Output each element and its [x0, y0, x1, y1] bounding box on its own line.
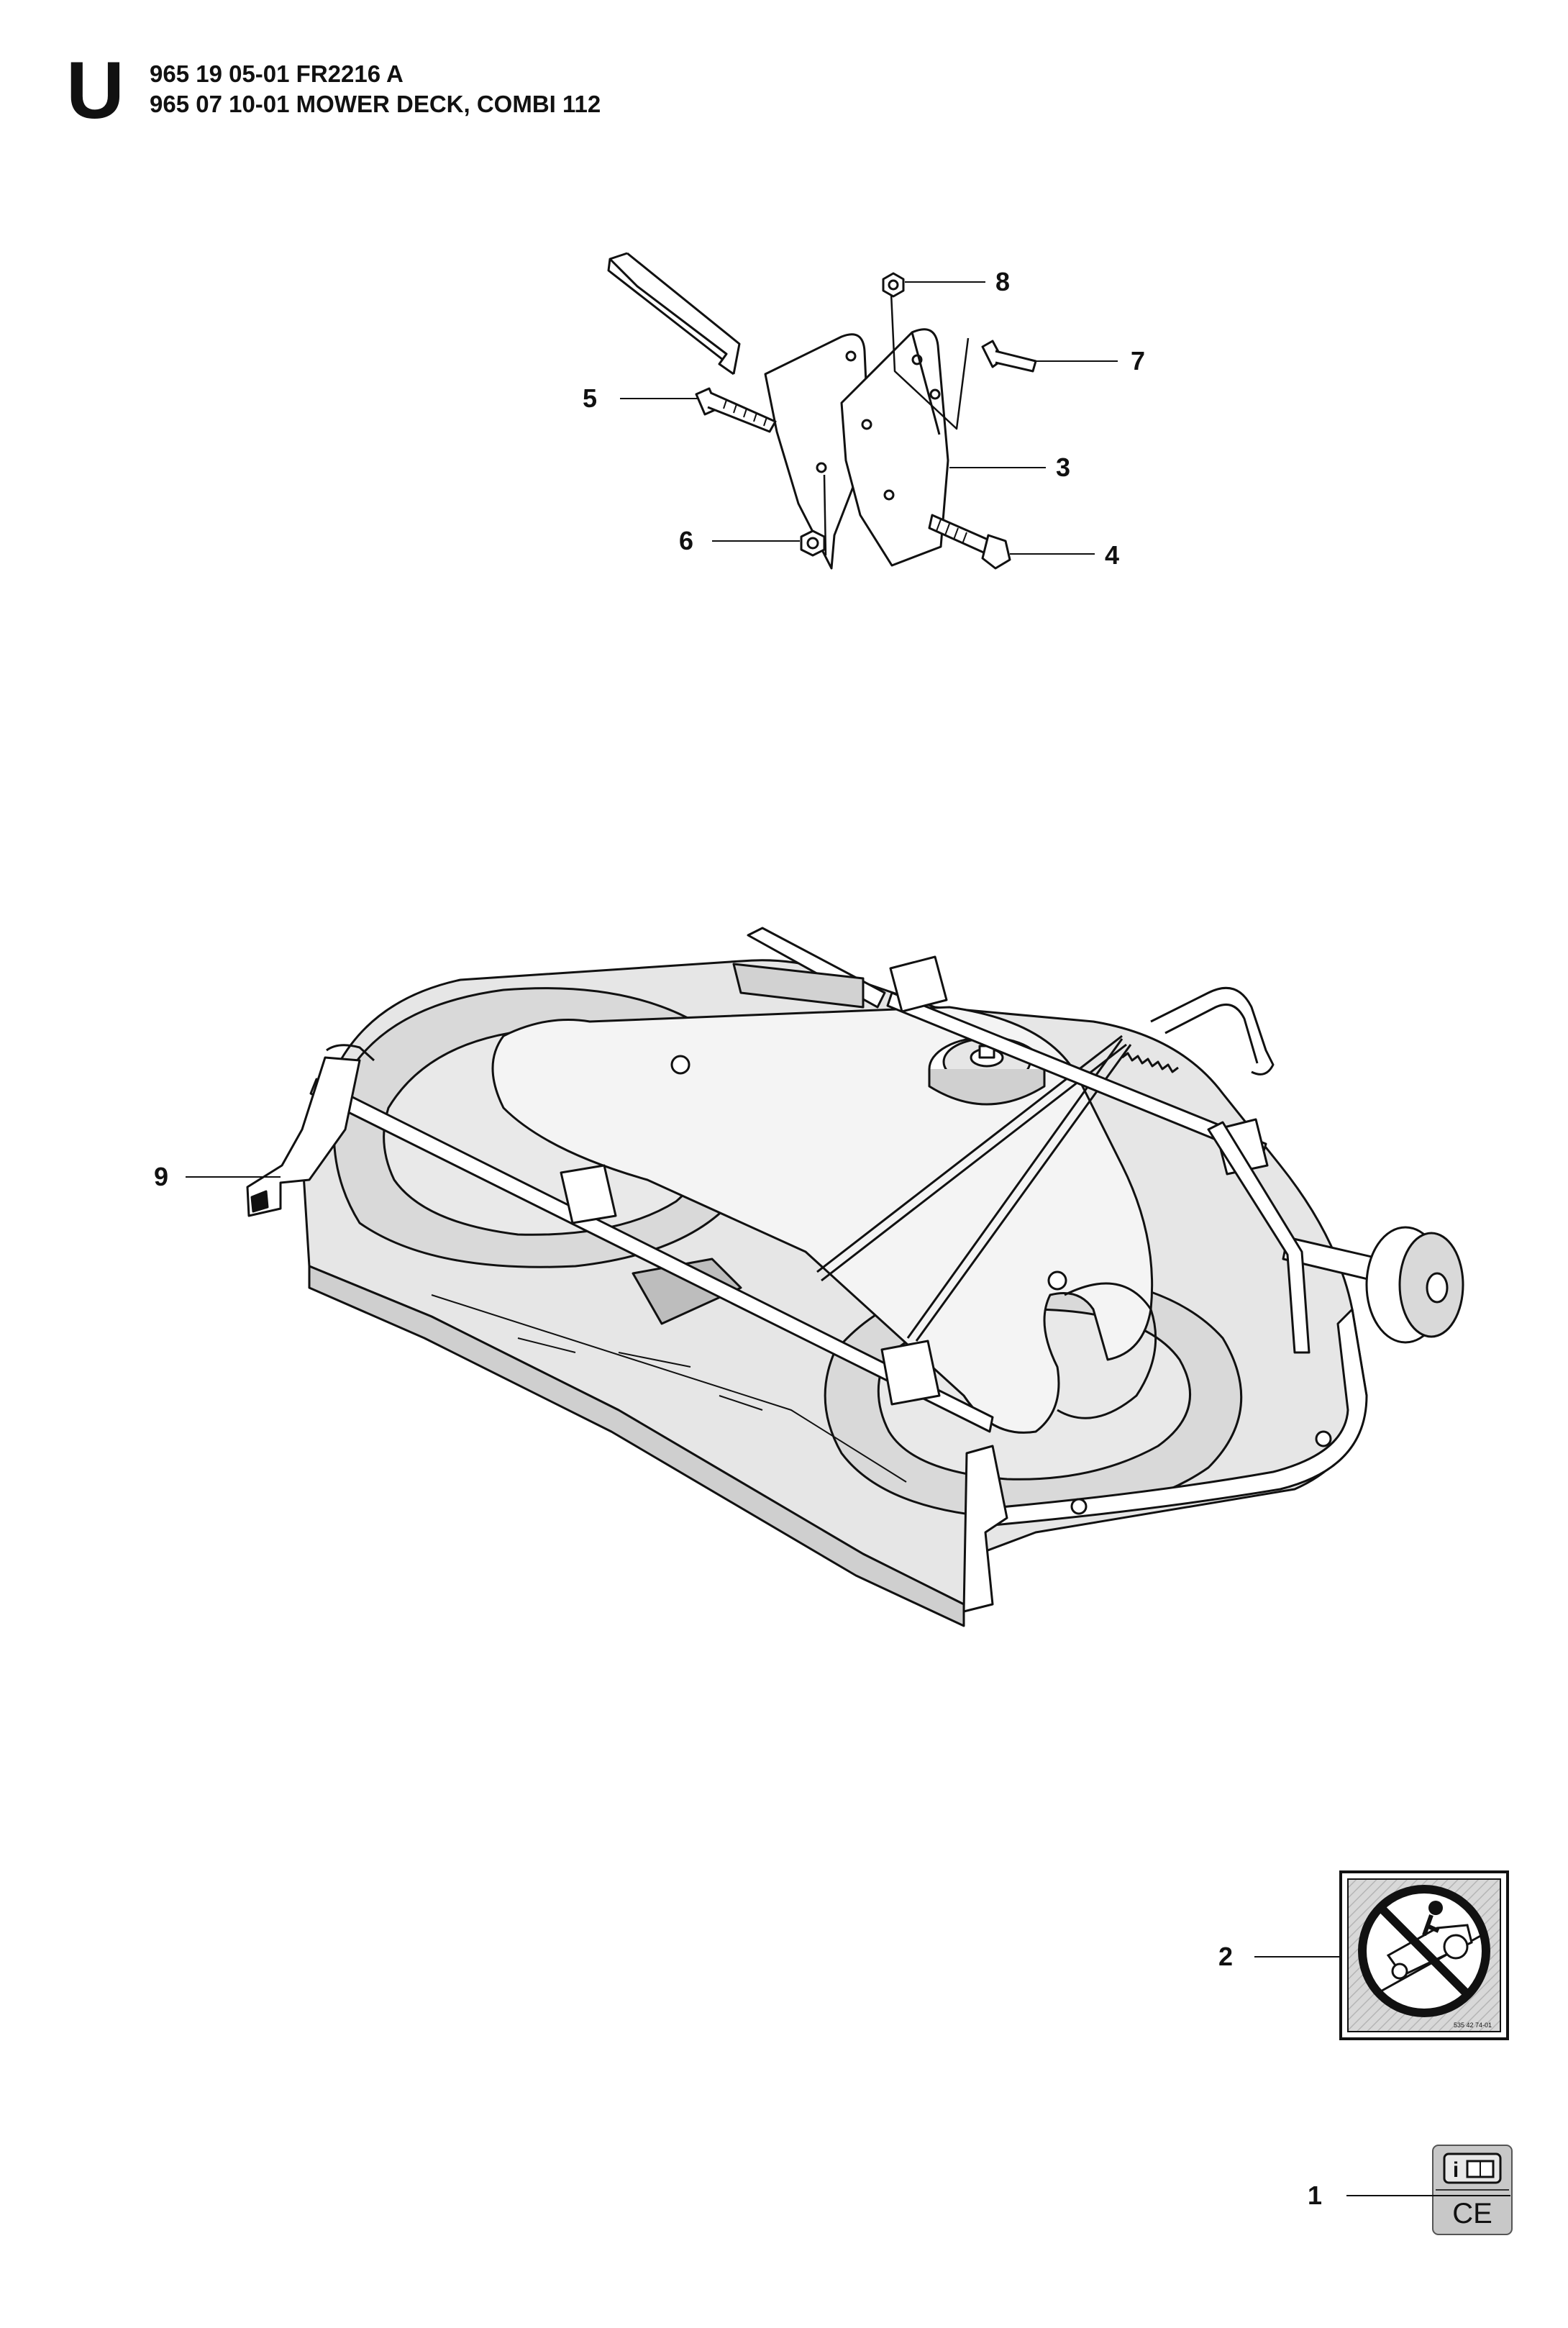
bent-rod: [607, 252, 741, 376]
cross-shaft-front: [309, 1078, 994, 1433]
callout-6: 6: [679, 526, 693, 555]
callout-1: 1: [1308, 2181, 1322, 2210]
nut-8: [882, 272, 905, 298]
no-slope-driving-icon: [1358, 1885, 1490, 2017]
bolt-4: [928, 514, 1011, 570]
header-part-number: 965 19 05-01 FR2216 A: [150, 60, 404, 87]
belt-cover: [491, 1006, 1154, 1434]
decal-code: 535 42 74-01: [1454, 2022, 1492, 2029]
callout-2: 2: [1218, 1942, 1233, 1971]
mower-deck: [246, 927, 1464, 1627]
callout-numbers: 8 7 5 3 6 4 9 2 1: [154, 267, 1322, 2210]
header-assembly-title: 965 07 10-01 MOWER DECK, COMBI 112: [150, 91, 601, 117]
callout-8: 8: [995, 267, 1010, 296]
bracket-assembly: [607, 252, 1037, 570]
warning-decal: 535 42 74-01: [1339, 1870, 1509, 2040]
bolt-7: [981, 340, 1037, 373]
rear-lift-hoop: [1150, 986, 1275, 1076]
info-manual-icon: i: [1443, 2152, 1502, 2184]
callout-9: 9: [154, 1162, 168, 1191]
callout-4: 4: [1105, 540, 1119, 570]
ce-mark-icon: CE: [1452, 2198, 1492, 2229]
callout-leaders: [186, 281, 1510, 2196]
callout-7: 7: [1131, 346, 1145, 376]
bracket-plate-right: [840, 328, 949, 567]
callout-3: 3: [1056, 453, 1070, 482]
callout-5: 5: [583, 383, 597, 413]
section-letter: U: [66, 45, 124, 135]
svg-text:i: i: [1453, 2158, 1459, 2182]
ce-info-plate: i CE: [1432, 2145, 1513, 2235]
gauge-wheel: [1282, 1226, 1464, 1344]
bolt-5: [695, 387, 777, 433]
spring: [1121, 1052, 1179, 1073]
nut-6: [800, 529, 826, 557]
bracket-plate-left: [764, 333, 870, 570]
